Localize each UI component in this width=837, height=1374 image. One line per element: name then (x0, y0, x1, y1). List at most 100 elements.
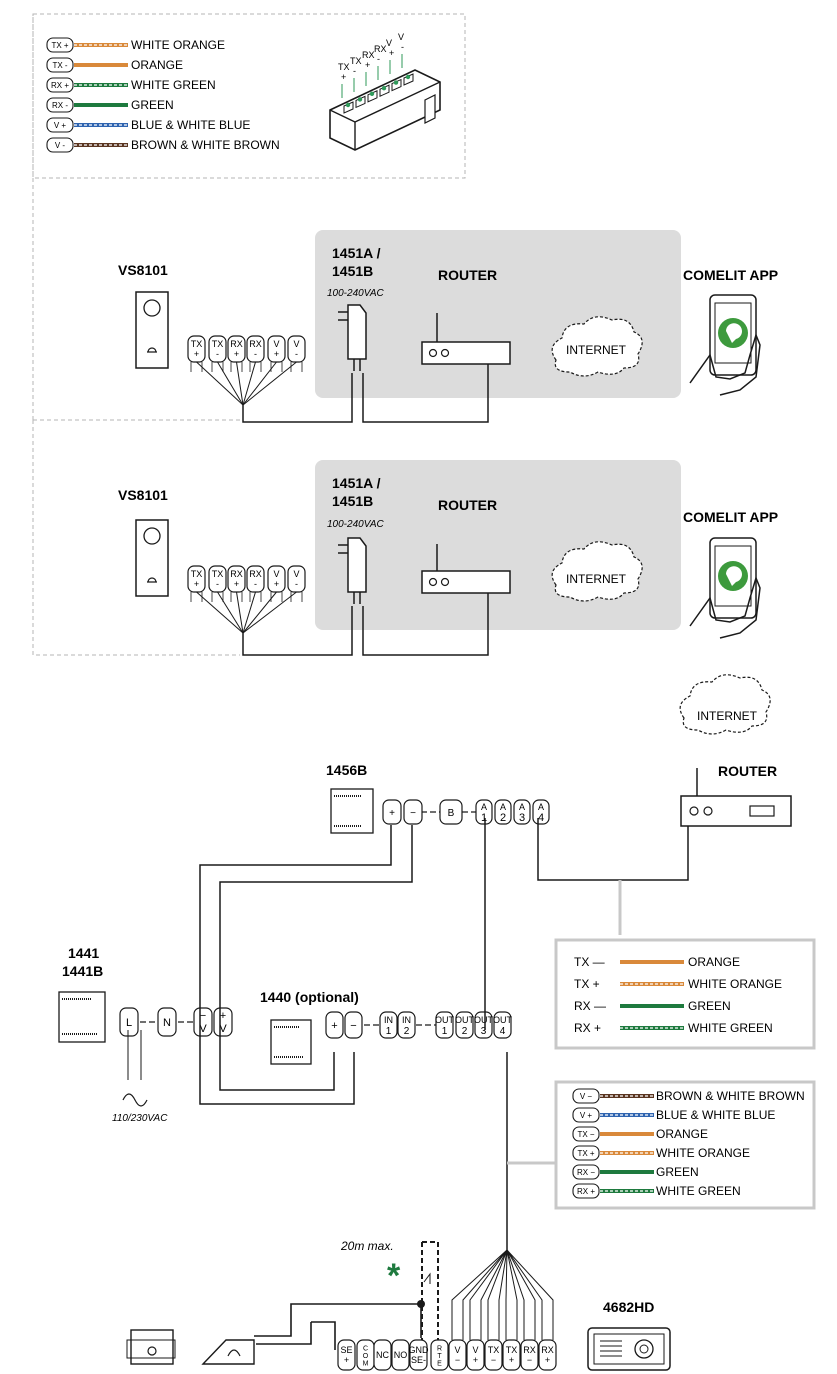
terminal-text: TX (488, 1345, 500, 1355)
terminal-text: N (163, 1017, 171, 1029)
ac-symbol (122, 1093, 148, 1107)
fanout-wire (506, 1249, 536, 1340)
legend-wire-label: BROWN & WHITE BROWN (131, 138, 280, 152)
terminal-bottom: - (216, 349, 219, 359)
connector-screw (369, 91, 375, 96)
connector-label-bottom: - (401, 42, 404, 52)
router-icon (680, 768, 792, 827)
legend-code-box (46, 77, 74, 93)
wire-label: WHITE GREEN (656, 1184, 741, 1198)
switch-module-icon (330, 788, 374, 834)
wire-label: BLUE & WHITE BLUE (656, 1108, 775, 1122)
terminal-text: A (481, 802, 487, 812)
connector-label-top: RX (374, 44, 387, 54)
terminal-bottom: - (254, 579, 257, 589)
wires-2 (242, 593, 489, 656)
connector-slot (367, 90, 378, 103)
terminal-wire (242, 591, 297, 634)
internet-label: INTERNET (566, 572, 627, 586)
terminal-top: RX (230, 339, 243, 349)
legend-code-box-text: TX + (51, 41, 68, 50)
terminal-text: + (220, 1010, 226, 1022)
terminal-text: + (389, 808, 395, 819)
terminal-text: NC (376, 1350, 389, 1360)
terminal-top: V (293, 339, 299, 349)
terminal-lead (290, 362, 303, 372)
terminal-text: M (363, 1361, 369, 1368)
wire-label: BROWN & WHITE BROWN (656, 1089, 805, 1103)
optional-module-label: 1440 (optional) (260, 989, 359, 1005)
terminal-lead (211, 592, 224, 602)
terminal-wire (196, 591, 244, 634)
terminal-text: V (199, 1023, 207, 1035)
section-1: VS8101 TX+TX-RX+RX-V+V- 1451A / 1451B 10… (32, 14, 778, 423)
pair-code: RX — (574, 999, 606, 1013)
connector-block-icon (329, 69, 441, 151)
legend-wire-swatch (74, 103, 128, 107)
terminal-text: V (219, 1023, 227, 1035)
connector-screw (393, 80, 399, 85)
fanout-wire (451, 1249, 508, 1340)
terminal-text: A (538, 802, 544, 812)
legend-wire-label: BLUE & WHITE BLUE (131, 118, 250, 132)
terminal-wire (242, 591, 277, 634)
terminal-bottom: - (295, 579, 298, 589)
terminal-box (494, 799, 512, 825)
terminal-text: 1 (386, 1026, 392, 1037)
mains-wire (127, 1030, 142, 1080)
psu-label-line2: 1451B (332, 263, 373, 279)
legend-wire-label: ORANGE (131, 58, 183, 72)
connector-slot (379, 84, 390, 97)
terminal-wire (242, 361, 297, 406)
terminal-box (455, 1011, 474, 1039)
legend-code-box-text: V + (54, 121, 67, 130)
terminal-bottom: + (234, 349, 239, 359)
connector-label-top: V (398, 32, 404, 42)
psu-label-1441b: 1441B (62, 963, 103, 979)
device-label-vs8101-2: VS8101 (118, 487, 168, 503)
internet-label: INTERNET (566, 343, 627, 357)
terminal-wire (236, 591, 244, 634)
legend-wire-label: WHITE GREEN (131, 78, 216, 92)
legend-wire-label: GREEN (131, 98, 174, 112)
terminal-text: V (454, 1345, 460, 1355)
terminal-text: + (473, 1355, 478, 1365)
terminal-text: IN (402, 1015, 411, 1025)
legend-code-box (46, 97, 74, 113)
wire-label: ORANGE (656, 1127, 708, 1141)
lock-wire (256, 1321, 336, 1350)
terminal-text: OUT (435, 1015, 455, 1025)
connector-label-top: TX (350, 56, 362, 66)
terminal-top: RX (230, 569, 243, 579)
terminal-box (344, 1011, 363, 1039)
wire-code-box-text: TX + (577, 1149, 594, 1158)
terminal-text: SE- (411, 1355, 426, 1365)
tick-mark (423, 1272, 431, 1284)
connector-label-top: V (386, 38, 392, 48)
phone-app-icon (689, 537, 761, 639)
terminal-box (513, 799, 531, 825)
dashed-cable (421, 1241, 439, 1340)
entrance-panel-icon (587, 1327, 671, 1371)
connector-slot (355, 95, 366, 109)
internet-label: INTERNET (697, 709, 758, 723)
internet-cloud-icon (551, 316, 643, 377)
terminal-box (474, 1011, 493, 1039)
terminal-lead (270, 362, 283, 372)
terminal-box (475, 799, 493, 825)
terminal-box (337, 1339, 356, 1371)
terminal-text: NO (394, 1350, 408, 1360)
wire-code-box (572, 1145, 600, 1161)
legend-code-box-text: TX - (52, 61, 67, 70)
electric-lock-icon (126, 1329, 176, 1365)
terminal-bottom: - (295, 349, 298, 359)
terminal-box (379, 1011, 398, 1039)
terminal-bottom: + (274, 349, 279, 359)
router-label: ROUTER (438, 267, 497, 283)
terminal-wire (236, 361, 244, 406)
connector-label-top: TX (338, 62, 350, 72)
router-label: ROUTER (438, 497, 497, 513)
